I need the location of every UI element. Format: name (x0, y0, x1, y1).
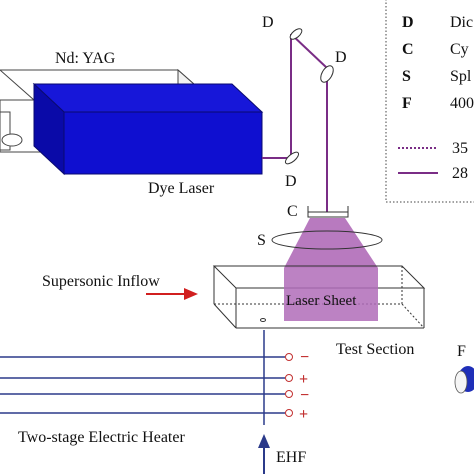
ehf-label: EHF (276, 449, 306, 466)
terminal-4-polarity: + (299, 406, 308, 423)
heater-wires (0, 330, 285, 425)
legend-text-solid: 28 (452, 165, 468, 182)
legend: D Dic C Cy S Spl F 400 35 28 (385, 0, 474, 203)
mirror-d-top (289, 28, 303, 40)
terminal-2-polarity: + (299, 371, 308, 388)
mirror-d2-label: D (335, 49, 347, 66)
filter-f-label: F (457, 343, 466, 360)
legend-text-s: Spl (450, 68, 472, 85)
filter-f-icon (454, 366, 474, 394)
spherical-lens (271, 230, 383, 250)
inflow-label: Supersonic Inflow (42, 273, 160, 290)
legend-text-f: 400 (450, 95, 474, 112)
terminal-3-polarity: − (300, 387, 309, 404)
legend-key-s: S (402, 68, 411, 85)
mirror-d-right (320, 65, 334, 83)
legend-key-d: D (402, 14, 414, 31)
legend-text-d: Dic (450, 14, 473, 31)
probe-port (260, 318, 266, 322)
legend-text-c: Cy (450, 41, 469, 58)
legend-text-dotted: 35 (452, 140, 468, 157)
heater-label: Two-stage Electric Heater (18, 429, 185, 446)
laser-sheet-fan (284, 218, 378, 268)
mirror-d1-label: D (262, 14, 274, 31)
laser-sheet (284, 268, 378, 321)
laser-beam-path (262, 33, 328, 212)
lens-s-label: S (257, 232, 266, 249)
ndyag-label: Nd: YAG (55, 50, 116, 67)
terminals (285, 353, 293, 417)
laser-sheet-label: Laser Sheet (286, 293, 357, 309)
cylindrical-lens (307, 206, 349, 218)
legend-key-c: C (402, 41, 414, 58)
ehf-arrow (258, 434, 270, 474)
lens-c-label: C (287, 203, 298, 220)
dye-laser (32, 82, 264, 176)
legend-key-f: F (402, 95, 412, 112)
dye-laser-label: Dye Laser (148, 180, 215, 197)
mirror-d3-label: D (285, 173, 297, 190)
terminal-1-polarity: − (300, 349, 309, 366)
test-section-label: Test Section (336, 341, 414, 358)
mirror-d-bottom (284, 151, 300, 165)
inflow-arrow (146, 288, 198, 300)
